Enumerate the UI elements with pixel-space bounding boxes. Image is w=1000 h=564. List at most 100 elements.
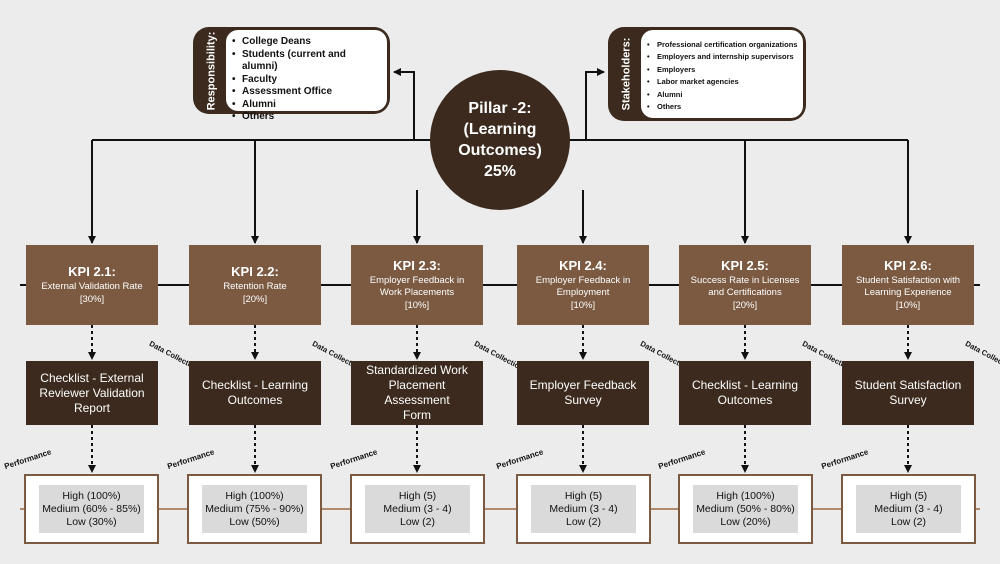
performance-level: High (100%) bbox=[62, 489, 121, 502]
responsibility-label: Responsibility: bbox=[205, 31, 217, 110]
performance-level: Low (30%) bbox=[66, 515, 117, 528]
performance-level: Low (2) bbox=[890, 515, 926, 528]
responsibility-item: Students (current and alumni) bbox=[230, 49, 383, 74]
pillar-line-3: Outcomes) bbox=[458, 142, 542, 159]
stakeholder-item: Employers bbox=[645, 64, 799, 77]
pillar-line-1: Pillar -2: bbox=[468, 100, 532, 117]
kpi-weight: [10%] bbox=[570, 300, 596, 311]
responsibility-tab: Responsibility: bbox=[193, 27, 229, 114]
performance-levels: High (100%)Medium (50% - 80%)Low (20%) bbox=[693, 485, 798, 533]
kpi-description: Learning Experience bbox=[864, 287, 952, 298]
performance-box: High (5)Medium (3 - 4)Low (2) bbox=[841, 474, 976, 544]
tool-line: Reviewer Validation bbox=[39, 385, 145, 400]
performance-level: Medium (3 - 4) bbox=[549, 502, 618, 515]
tool-line: Standardized Work bbox=[366, 363, 468, 377]
to-responsibility-arrow bbox=[393, 68, 415, 140]
pillar-weight: 25% bbox=[483, 163, 517, 180]
kpi-title: KPI 2.2: bbox=[231, 264, 279, 279]
performance-level: Medium (3 - 4) bbox=[383, 502, 452, 515]
stakeholders-tab: Stakeholders: bbox=[608, 27, 644, 121]
kpi-description: Success Rate in Licenses bbox=[690, 275, 800, 286]
kpi-title: KPI 2.5: bbox=[721, 258, 769, 273]
performance-level: Medium (60% - 85%) bbox=[42, 502, 141, 515]
performance-level: Medium (3 - 4) bbox=[874, 502, 943, 515]
performance-level: High (5) bbox=[564, 489, 603, 502]
tool-line: Checklist - Learning bbox=[201, 378, 309, 392]
kpi-description: and Certifications bbox=[708, 287, 782, 298]
tool-line: Employer Feedback bbox=[529, 378, 637, 392]
tool-line: Survey bbox=[564, 393, 602, 407]
tool-line: Survey bbox=[889, 393, 927, 407]
kpi-description: Employment bbox=[556, 287, 610, 298]
responsibility-item: Faculty bbox=[230, 74, 383, 87]
performance-level: High (5) bbox=[889, 489, 928, 502]
responsibility-item: Assessment Office bbox=[230, 86, 383, 99]
performance-levels: High (100%)Medium (75% - 90%)Low (50%) bbox=[202, 485, 307, 533]
kpi-description: Work Placements bbox=[379, 287, 455, 298]
responsibility-item: College Deans bbox=[230, 36, 383, 49]
kpi-weight: [30%] bbox=[79, 294, 105, 305]
responsibility-panel: Responsibility: College DeansStudents (c… bbox=[193, 27, 390, 123]
responsibility-item: Alumni bbox=[230, 99, 383, 112]
performance-level: High (100%) bbox=[225, 489, 284, 502]
performance-level: High (5) bbox=[398, 489, 437, 502]
kpi-weight: [20%] bbox=[732, 300, 758, 311]
kpi-box: KPI 2.2:Retention Rate[20%] bbox=[189, 245, 321, 325]
performance-box: High (100%)Medium (50% - 80%)Low (20%) bbox=[678, 474, 813, 544]
tool-line: Checklist - Learning bbox=[691, 378, 799, 392]
kpi-title: KPI 2.6: bbox=[884, 258, 932, 273]
tool-line: Outcomes bbox=[717, 393, 773, 407]
kpi-title: KPI 2.4: bbox=[559, 258, 607, 273]
kpi-description: Employer Feedback in bbox=[535, 275, 631, 286]
kpi-box: KPI 2.1:External Validation Rate[30%] bbox=[26, 245, 158, 325]
to-stakeholders-arrow bbox=[585, 68, 605, 140]
tool-line: Student Satisfaction bbox=[854, 378, 962, 392]
performance-level: Low (2) bbox=[399, 515, 435, 528]
performance-levels: High (5)Medium (3 - 4)Low (2) bbox=[856, 485, 961, 533]
performance-level: High (100%) bbox=[716, 489, 775, 502]
stakeholders-label: Stakeholders: bbox=[620, 37, 632, 111]
responsibility-list: College DeansStudents (current and alumn… bbox=[230, 36, 383, 124]
stakeholder-item: Labor market agencies bbox=[645, 76, 799, 89]
performance-level: Medium (50% - 80%) bbox=[696, 502, 795, 515]
stakeholder-item: Employers and internship supervisors bbox=[645, 51, 799, 64]
kpi-weight: [10%] bbox=[404, 300, 430, 311]
performance-levels: High (100%)Medium (60% - 85%)Low (30%) bbox=[39, 485, 144, 533]
tool-line: Report bbox=[73, 400, 110, 415]
stakeholders-panel: Stakeholders: Professional certification… bbox=[608, 27, 806, 121]
performance-level: Low (20%) bbox=[720, 515, 771, 528]
kpi-weight: [20%] bbox=[242, 294, 268, 305]
stakeholders-list-box: Professional certification organizations… bbox=[641, 30, 803, 118]
responsibility-item: Others bbox=[230, 111, 383, 124]
performance-box: High (5)Medium (3 - 4)Low (2) bbox=[516, 474, 651, 544]
tool-line: Checklist - External bbox=[40, 370, 144, 385]
tool-line: Outcomes bbox=[227, 393, 283, 407]
pillar-line-2: (Learning bbox=[463, 121, 537, 138]
performance-levels: High (5)Medium (3 - 4)Low (2) bbox=[531, 485, 636, 533]
responsibility-list-box: College DeansStudents (current and alumn… bbox=[226, 30, 387, 123]
performance-level: Low (50%) bbox=[229, 515, 280, 528]
performance-level: Low (2) bbox=[565, 515, 601, 528]
tool-line: Form bbox=[403, 408, 431, 422]
stakeholders-list: Professional certification organizations… bbox=[645, 39, 799, 114]
performance-box: High (100%)Medium (60% - 85%)Low (30%) bbox=[24, 474, 159, 544]
stakeholder-item: Professional certification organizations bbox=[645, 39, 799, 52]
kpi-description: External Validation Rate bbox=[41, 281, 143, 292]
kpi-description: Student Satisfaction with bbox=[855, 275, 961, 286]
performance-box: High (5)Medium (3 - 4)Low (2) bbox=[350, 474, 485, 544]
